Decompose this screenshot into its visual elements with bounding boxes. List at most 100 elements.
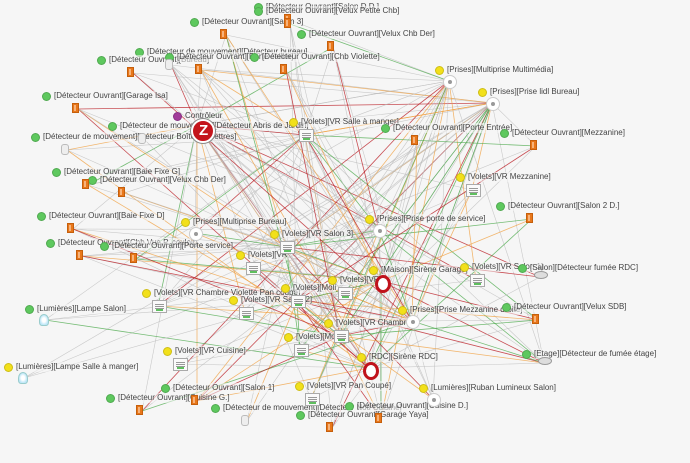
edge	[178, 320, 413, 365]
node-salon-2d[interactable]: [Détecteur Ouvrant][Salon 2 D.]	[496, 201, 620, 211]
edge	[296, 300, 545, 364]
node-salon-3-det[interactable]: [Détecteur Ouvrant][Salon 3]	[190, 17, 304, 27]
edge	[81, 246, 287, 257]
edge	[200, 69, 450, 82]
node-fumee-rdc[interactable]: [Salon][Détecteur fumée RDC]	[518, 263, 639, 273]
edge	[296, 300, 413, 322]
node-ruban-salon[interactable]: [Lumières][Ruban Lumineux Salon]	[419, 383, 556, 393]
node-vr-salle-manger[interactable]: [Volets][VR Salle à manger]	[289, 117, 399, 127]
edge	[411, 140, 418, 322]
node-velux-sdb[interactable]: [Détecteur Ouvrant][Velux SDB]	[502, 302, 627, 312]
node-prise-porte-service[interactable]: [Prises][Prise porte de service]	[365, 214, 486, 224]
edge	[296, 300, 382, 420]
node-vr-vr[interactable]: [Volets][VR	[236, 250, 288, 260]
node-vr-moli[interactable]: [Volets][Moli	[281, 283, 337, 293]
node-ouv-salon-1[interactable]: [Détecteur Ouvrant][Salon 1]	[161, 383, 275, 393]
edge	[196, 124, 341, 337]
edge	[123, 192, 382, 282]
node-multiprise-multimedia[interactable]: [Prises][Multiprise Multimédia]	[435, 65, 554, 75]
edge	[157, 124, 198, 307]
edge	[299, 102, 493, 351]
edge	[296, 140, 418, 302]
edge	[196, 124, 473, 191]
edge	[411, 319, 539, 322]
edge	[380, 140, 418, 282]
edge	[285, 246, 541, 278]
node-baie-fixe-d[interactable]: [Détecteur Ouvrant][Baie Fixe D]	[37, 211, 165, 221]
node-vr-pan-coupe[interactable]: [Volets][VR Pan Coupé]	[295, 381, 392, 391]
edge	[380, 280, 545, 364]
node-prise-bureau[interactable]: [Prises][Prise lidl Bureau]	[478, 87, 580, 97]
edge	[157, 102, 493, 307]
node-lampe-salon[interactable]: [Lumières][Lampe Salon]	[25, 304, 126, 314]
node-sirene-garage[interactable]: [Maison][Sirène Garage]	[369, 265, 468, 275]
node-controller[interactable]: Contrôleur	[173, 111, 223, 121]
node-velux-chb-der[interactable]: [Détecteur Ouvrant][Velux Chb Der]	[297, 29, 435, 39]
edge	[289, 19, 298, 302]
edge	[246, 300, 298, 422]
node-boite-lettres[interactable]: [Détecteur de mouvement][Détecteur Boîte…	[31, 132, 237, 142]
edge	[304, 134, 537, 147]
edge	[66, 134, 306, 151]
edge	[170, 64, 298, 302]
edge	[380, 80, 450, 420]
node-fumee-etage[interactable]: [Etage][Détecteur de fumée étage]	[522, 349, 657, 359]
node-cuisine-g[interactable]: [Détecteur Ouvrant][Cuisine G.]	[106, 393, 230, 403]
node-ouv-bureau[interactable]: [Détecteur Ouvrant][Bureau]	[97, 55, 210, 65]
edge	[289, 23, 370, 369]
edge	[196, 124, 545, 364]
edge	[310, 229, 380, 400]
edge	[77, 102, 493, 110]
edge	[380, 102, 493, 420]
edge	[225, 34, 287, 248]
node-porte-entree[interactable]: [Détecteur Ouvrant][Porte Entrée]	[381, 123, 513, 133]
node-porte-service[interactable]: [Détecteur Ouvrant][Porte service]	[100, 241, 233, 251]
node-velux-petite-chb[interactable]: [Détecteur Ouvrant][Velux Petite Chb]	[254, 6, 400, 16]
edge	[132, 72, 382, 282]
node-vr-salon-1[interactable]: [Volets][VR Salon 1]	[460, 262, 544, 272]
node-abris-jardin[interactable]: [Détecteur de mouvement][Détecteur Abris…	[108, 121, 309, 131]
node-vr-salon-3[interactable]: [Volets][VR Salon 3]	[270, 229, 354, 239]
edge	[339, 335, 545, 364]
edge	[304, 134, 539, 321]
node-sirene-rdc[interactable]: [RDC][Sirène RDC]	[357, 352, 438, 362]
edge	[343, 292, 413, 322]
edge	[299, 349, 370, 369]
node-lampe-salle-manger[interactable]: [Lumières][Lampe Salle à manger]	[4, 362, 139, 372]
edge	[132, 72, 493, 104]
node-garage-isa[interactable]: [Détecteur Ouvrant][Garage Isa]	[42, 91, 168, 101]
edge	[44, 319, 370, 369]
node-mezzanine[interactable]: [Détecteur Ouvrant][Mezzanine]	[500, 128, 625, 138]
node-vr-salon-2[interactable]: [Volets][VR Salon 2]	[229, 295, 313, 305]
node-garage-yaya[interactable]: [Détecteur Ouvrant][Garage Yaya]	[296, 410, 429, 420]
node-vr-mezzanine[interactable]: [Volets][VR Mezzanine]	[456, 172, 551, 182]
node-vr-chambre[interactable]: [Volets][VR Chambre	[324, 318, 411, 328]
node-mvt-noti[interactable]: [Détecteur de mouvement][Détecteur Noti …	[211, 403, 402, 413]
edge	[157, 305, 341, 337]
edge	[296, 300, 434, 400]
node-baie-fixe-g[interactable]: [Détecteur Ouvrant][Baie Fixe G]	[52, 167, 181, 177]
edge	[23, 229, 380, 379]
edge	[196, 80, 450, 126]
edge	[170, 64, 382, 282]
edge	[194, 232, 287, 248]
node-chb-violette[interactable]: [Détecteur Ouvrant][Chb Violette]	[250, 52, 380, 62]
node-vr-cuisine[interactable]: [Volets][VR Cuisine]	[163, 346, 246, 356]
edge	[368, 362, 545, 369]
edge	[77, 108, 413, 322]
node-prise-mezzanine[interactable]: [Prises][Prise Mezzanine droite]	[398, 305, 523, 315]
node-vr-x[interactable]: [Volets][VR	[328, 275, 380, 285]
edge	[244, 102, 493, 314]
node-velux-chb-der2[interactable]: [Détecteur Ouvrant][Velux Chb Der]	[88, 175, 226, 185]
edge	[332, 46, 380, 231]
node-multiprise-bureau[interactable]: [Prises][Multiprise Bureau]	[181, 217, 287, 227]
edge	[332, 46, 382, 282]
node-vr-moli2[interactable]: [Volets][Moli	[284, 332, 340, 342]
node-vr-chb-violette[interactable]: [Volets][VR Chambre Violette Pan coupé]	[142, 288, 301, 298]
edge	[81, 255, 370, 369]
edge	[304, 134, 413, 322]
edge	[66, 149, 287, 248]
edge	[141, 229, 380, 412]
edge	[289, 23, 306, 136]
